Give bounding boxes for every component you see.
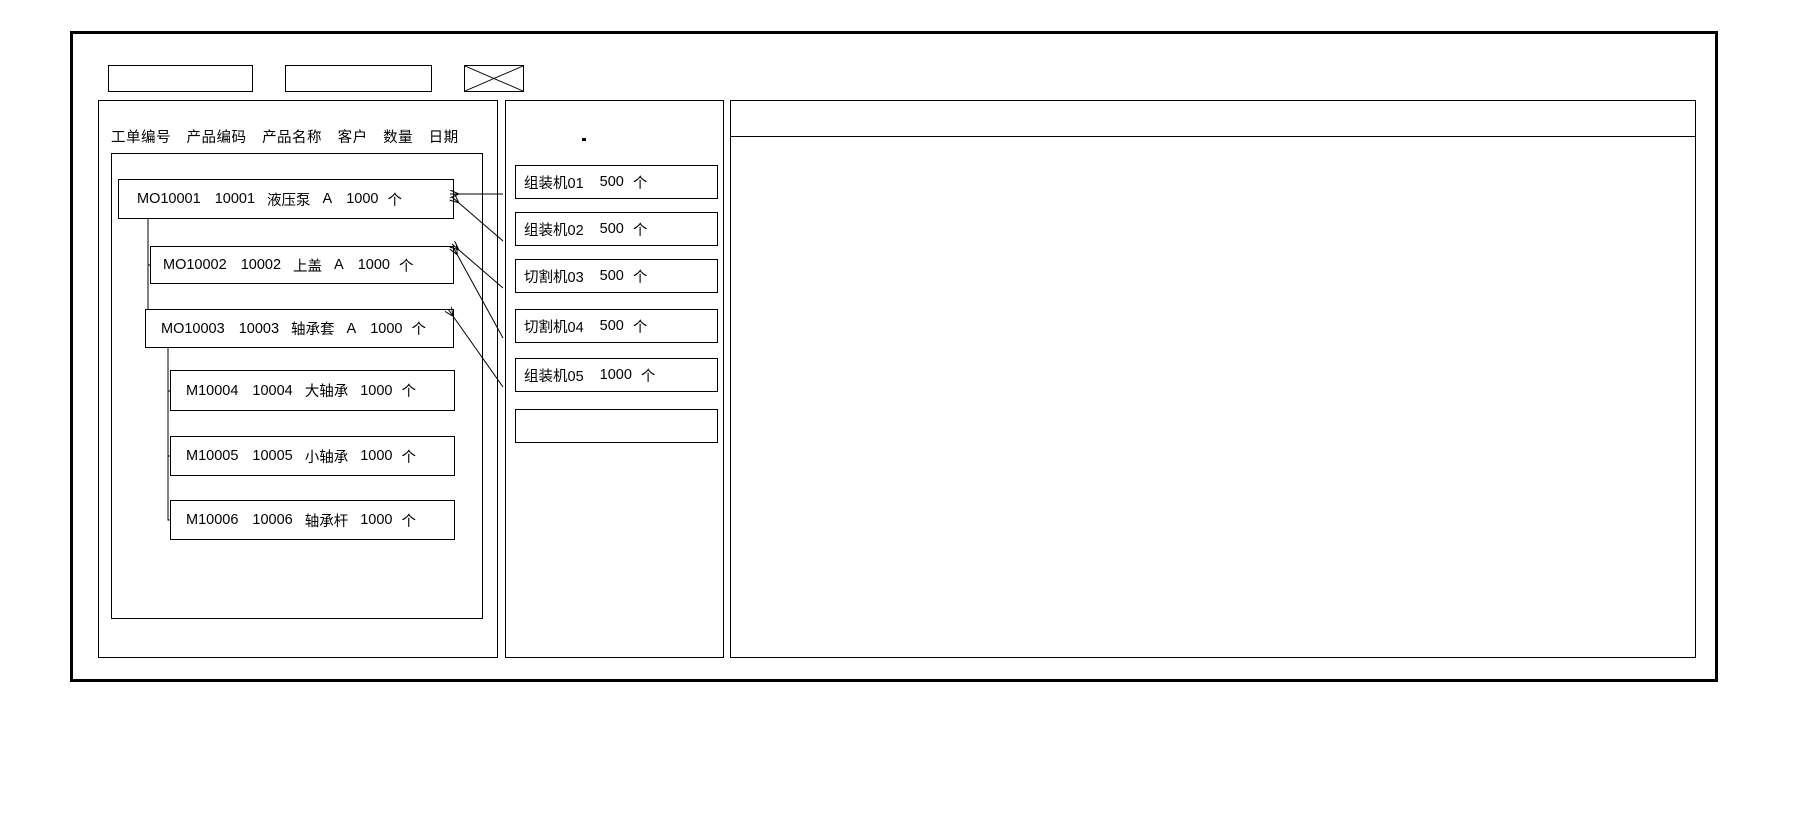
row-unit: 个 — [387, 192, 402, 209]
machine-name: 组装机02 — [524, 222, 584, 239]
machine-unit: 个 — [632, 222, 648, 239]
column-header-order-no: 工单编号 — [111, 130, 171, 146]
table-row[interactable]: MO10002 10002 上盖 A 1000 个 — [150, 246, 454, 284]
row-part-name: 轴承套 — [291, 322, 335, 338]
machine-qty: 500 — [599, 318, 624, 334]
toolbar-field-1[interactable] — [108, 65, 253, 92]
row-unit: 个 — [401, 384, 417, 400]
panel-marker-dot — [582, 138, 586, 141]
cross-box-icon — [465, 66, 523, 91]
row-qty: 1000 — [357, 257, 390, 273]
table-row[interactable]: M10005 10005 小轴承 1000 个 — [170, 436, 455, 476]
app-window: 工单编号 产品编码 产品名称 客户 数量 日期 MO10001 10001 液压… — [70, 31, 1718, 682]
machine-qty: 500 — [599, 221, 624, 237]
table-row[interactable]: MO10003 10003 轴承套 A 1000 个 — [145, 309, 454, 348]
work-order-tree: MO10001 10001 液压泵 A 1000 个 MO10002 10002… — [111, 153, 483, 619]
machine-unit: 个 — [632, 319, 648, 336]
row-part-code: 10006 — [252, 512, 293, 528]
machine-name: 切割机03 — [524, 269, 584, 286]
row-part-code: 10005 — [252, 448, 293, 464]
table-row[interactable]: M10006 10006 轴承杆 1000 个 — [170, 500, 455, 540]
machine-name: 切割机04 — [524, 319, 584, 336]
table-row[interactable]: MO10001 10001 液压泵 A 1000 个 — [118, 179, 454, 219]
row-part-name: 大轴承 — [304, 384, 349, 400]
row-unit: 个 — [411, 322, 426, 338]
toolbar-field-2[interactable] — [285, 65, 432, 92]
row-order-no: MO10003 — [161, 320, 225, 337]
row-qty: 1000 — [346, 191, 379, 207]
machine-name: 组装机01 — [524, 175, 584, 192]
machine-panel: 组装机01 500 个 组装机02 500 个 切割机03 500 个 切割机0… — [505, 100, 724, 658]
row-customer: A — [322, 191, 333, 207]
work-order-column-header: 工单编号 产品编码 产品名称 客户 数量 日期 — [111, 126, 470, 147]
detail-panel-body — [731, 137, 1695, 657]
row-order-no: MO10001 — [137, 191, 201, 207]
list-item[interactable]: 组装机05 1000 个 — [515, 358, 718, 392]
work-order-panel: 工单编号 产品编码 产品名称 客户 数量 日期 MO10001 10001 液压… — [98, 100, 498, 658]
toolbar — [108, 65, 528, 93]
row-part-code: 10002 — [240, 257, 282, 273]
list-item[interactable]: 切割机03 500 个 — [515, 259, 718, 293]
row-unit: 个 — [401, 449, 417, 466]
detail-panel-header — [731, 101, 1695, 137]
column-header-date: 日期 — [428, 130, 459, 146]
column-header-part-code: 产品编码 — [186, 130, 247, 146]
row-part-code: 10003 — [238, 320, 280, 337]
machine-qty: 500 — [599, 268, 624, 284]
row-order-no: MO10002 — [163, 257, 227, 273]
row-qty: 1000 — [360, 382, 393, 399]
list-item[interactable]: 切割机04 500 个 — [515, 309, 718, 343]
list-item[interactable]: 组装机02 500 个 — [515, 212, 718, 246]
machine-name: 组装机05 — [524, 368, 584, 385]
column-header-qty: 数量 — [383, 130, 414, 146]
row-part-name: 上盖 — [293, 258, 323, 275]
row-customer: A — [346, 320, 357, 337]
row-order-no: M10006 — [186, 512, 239, 528]
row-unit: 个 — [401, 513, 417, 530]
row-part-code: 10001 — [214, 191, 256, 207]
row-unit: 个 — [398, 258, 414, 275]
row-qty: 1000 — [360, 512, 393, 528]
column-header-customer: 客户 — [337, 130, 368, 146]
row-part-name: 液压泵 — [267, 192, 311, 209]
machine-qty: 1000 — [599, 367, 632, 383]
row-qty: 1000 — [370, 320, 403, 337]
list-item-empty[interactable] — [515, 409, 718, 443]
machine-unit: 个 — [640, 368, 656, 385]
image-placeholder-icon[interactable] — [464, 65, 524, 92]
machine-qty: 500 — [599, 174, 624, 190]
row-part-name: 小轴承 — [304, 449, 349, 466]
list-item[interactable]: 组装机01 500 个 — [515, 165, 718, 199]
column-header-part-name: 产品名称 — [262, 130, 323, 146]
machine-unit: 个 — [632, 269, 648, 286]
row-customer: A — [334, 257, 344, 273]
row-part-code: 10004 — [252, 382, 293, 399]
machine-unit: 个 — [632, 175, 648, 192]
table-row[interactable]: M10004 10004 大轴承 1000 个 — [170, 370, 455, 411]
row-part-name: 轴承杆 — [304, 513, 349, 530]
row-order-no: M10005 — [186, 448, 239, 464]
row-order-no: M10004 — [186, 382, 239, 399]
detail-panel — [730, 100, 1696, 658]
row-qty: 1000 — [360, 448, 393, 464]
